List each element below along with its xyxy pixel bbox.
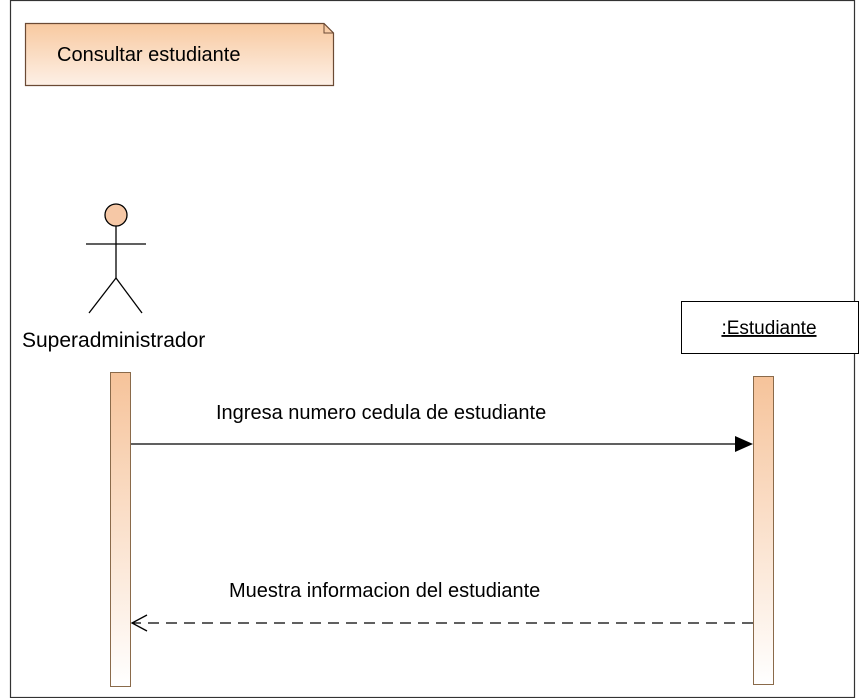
message-request-arrowhead [735, 436, 753, 452]
message-return-label: Muestra informacion del estudiante [229, 580, 540, 602]
actor-activation-bar [110, 372, 131, 687]
message-return: Muestra informacion del estudiante [130, 580, 753, 632]
actor-name: Superadministrador [22, 329, 205, 352]
object-box [681, 301, 859, 354]
stick-figure-actor-icon [86, 203, 146, 314]
message-request: Ingresa numero cedula de estudiante [131, 402, 753, 452]
object-activation-bar [753, 376, 774, 685]
message-return-arrowhead [130, 614, 148, 632]
message-request-label: Ingresa numero cedula de estudiante [216, 402, 546, 424]
diagram-title-box: Consultar estudiante [24, 22, 335, 87]
diagram-title: Consultar estudiante [57, 44, 240, 66]
object-name: :Estudiante [721, 318, 816, 339]
